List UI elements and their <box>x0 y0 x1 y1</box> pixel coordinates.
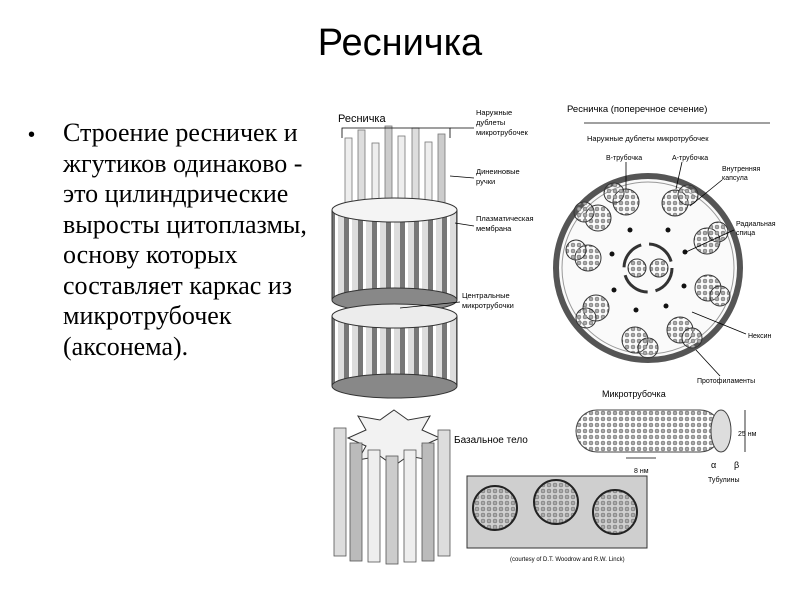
label-protofilaments: Протофиламенты <box>697 378 755 385</box>
label-cross-section: Ресничка (поперечное сечение) <box>567 104 707 115</box>
left-leader-lines <box>341 127 475 309</box>
label-b-tubule: B-трубочка <box>606 154 642 162</box>
label-tubulins: Тубулины <box>708 476 740 484</box>
microtubule-model <box>575 409 732 453</box>
label-microtubule: Микротрубочка <box>602 389 666 399</box>
label-alpha: α <box>711 460 716 470</box>
slide-title: Ресничка <box>317 22 483 64</box>
basal-body-micrograph <box>466 475 648 549</box>
bullet-dot-icon: • <box>28 124 36 146</box>
label-25nm: 25 нм <box>738 431 757 438</box>
right-leader-lines <box>584 122 770 377</box>
label-a-tubule: A-трубочка <box>672 154 708 162</box>
cross-section-diagram <box>553 173 743 363</box>
label-outer-doublets-inner: Наружные дублеты микротрубочек <box>587 134 709 143</box>
label-beta: β <box>734 460 739 470</box>
credit-text: (courtesy of D.T. Woodrow and R.W. Linck… <box>510 557 625 563</box>
cilium-3d-model <box>331 125 458 565</box>
scale-lines <box>626 410 746 459</box>
label-cilium: Ресничка <box>338 113 386 125</box>
label-nexin: Нексин <box>748 333 771 340</box>
label-basal-body: Базальное тело <box>454 435 528 446</box>
label-8nm: 8 нм <box>634 468 649 475</box>
bullet-text: Строение ресничек и жгутиков одинаково -… <box>63 118 307 361</box>
